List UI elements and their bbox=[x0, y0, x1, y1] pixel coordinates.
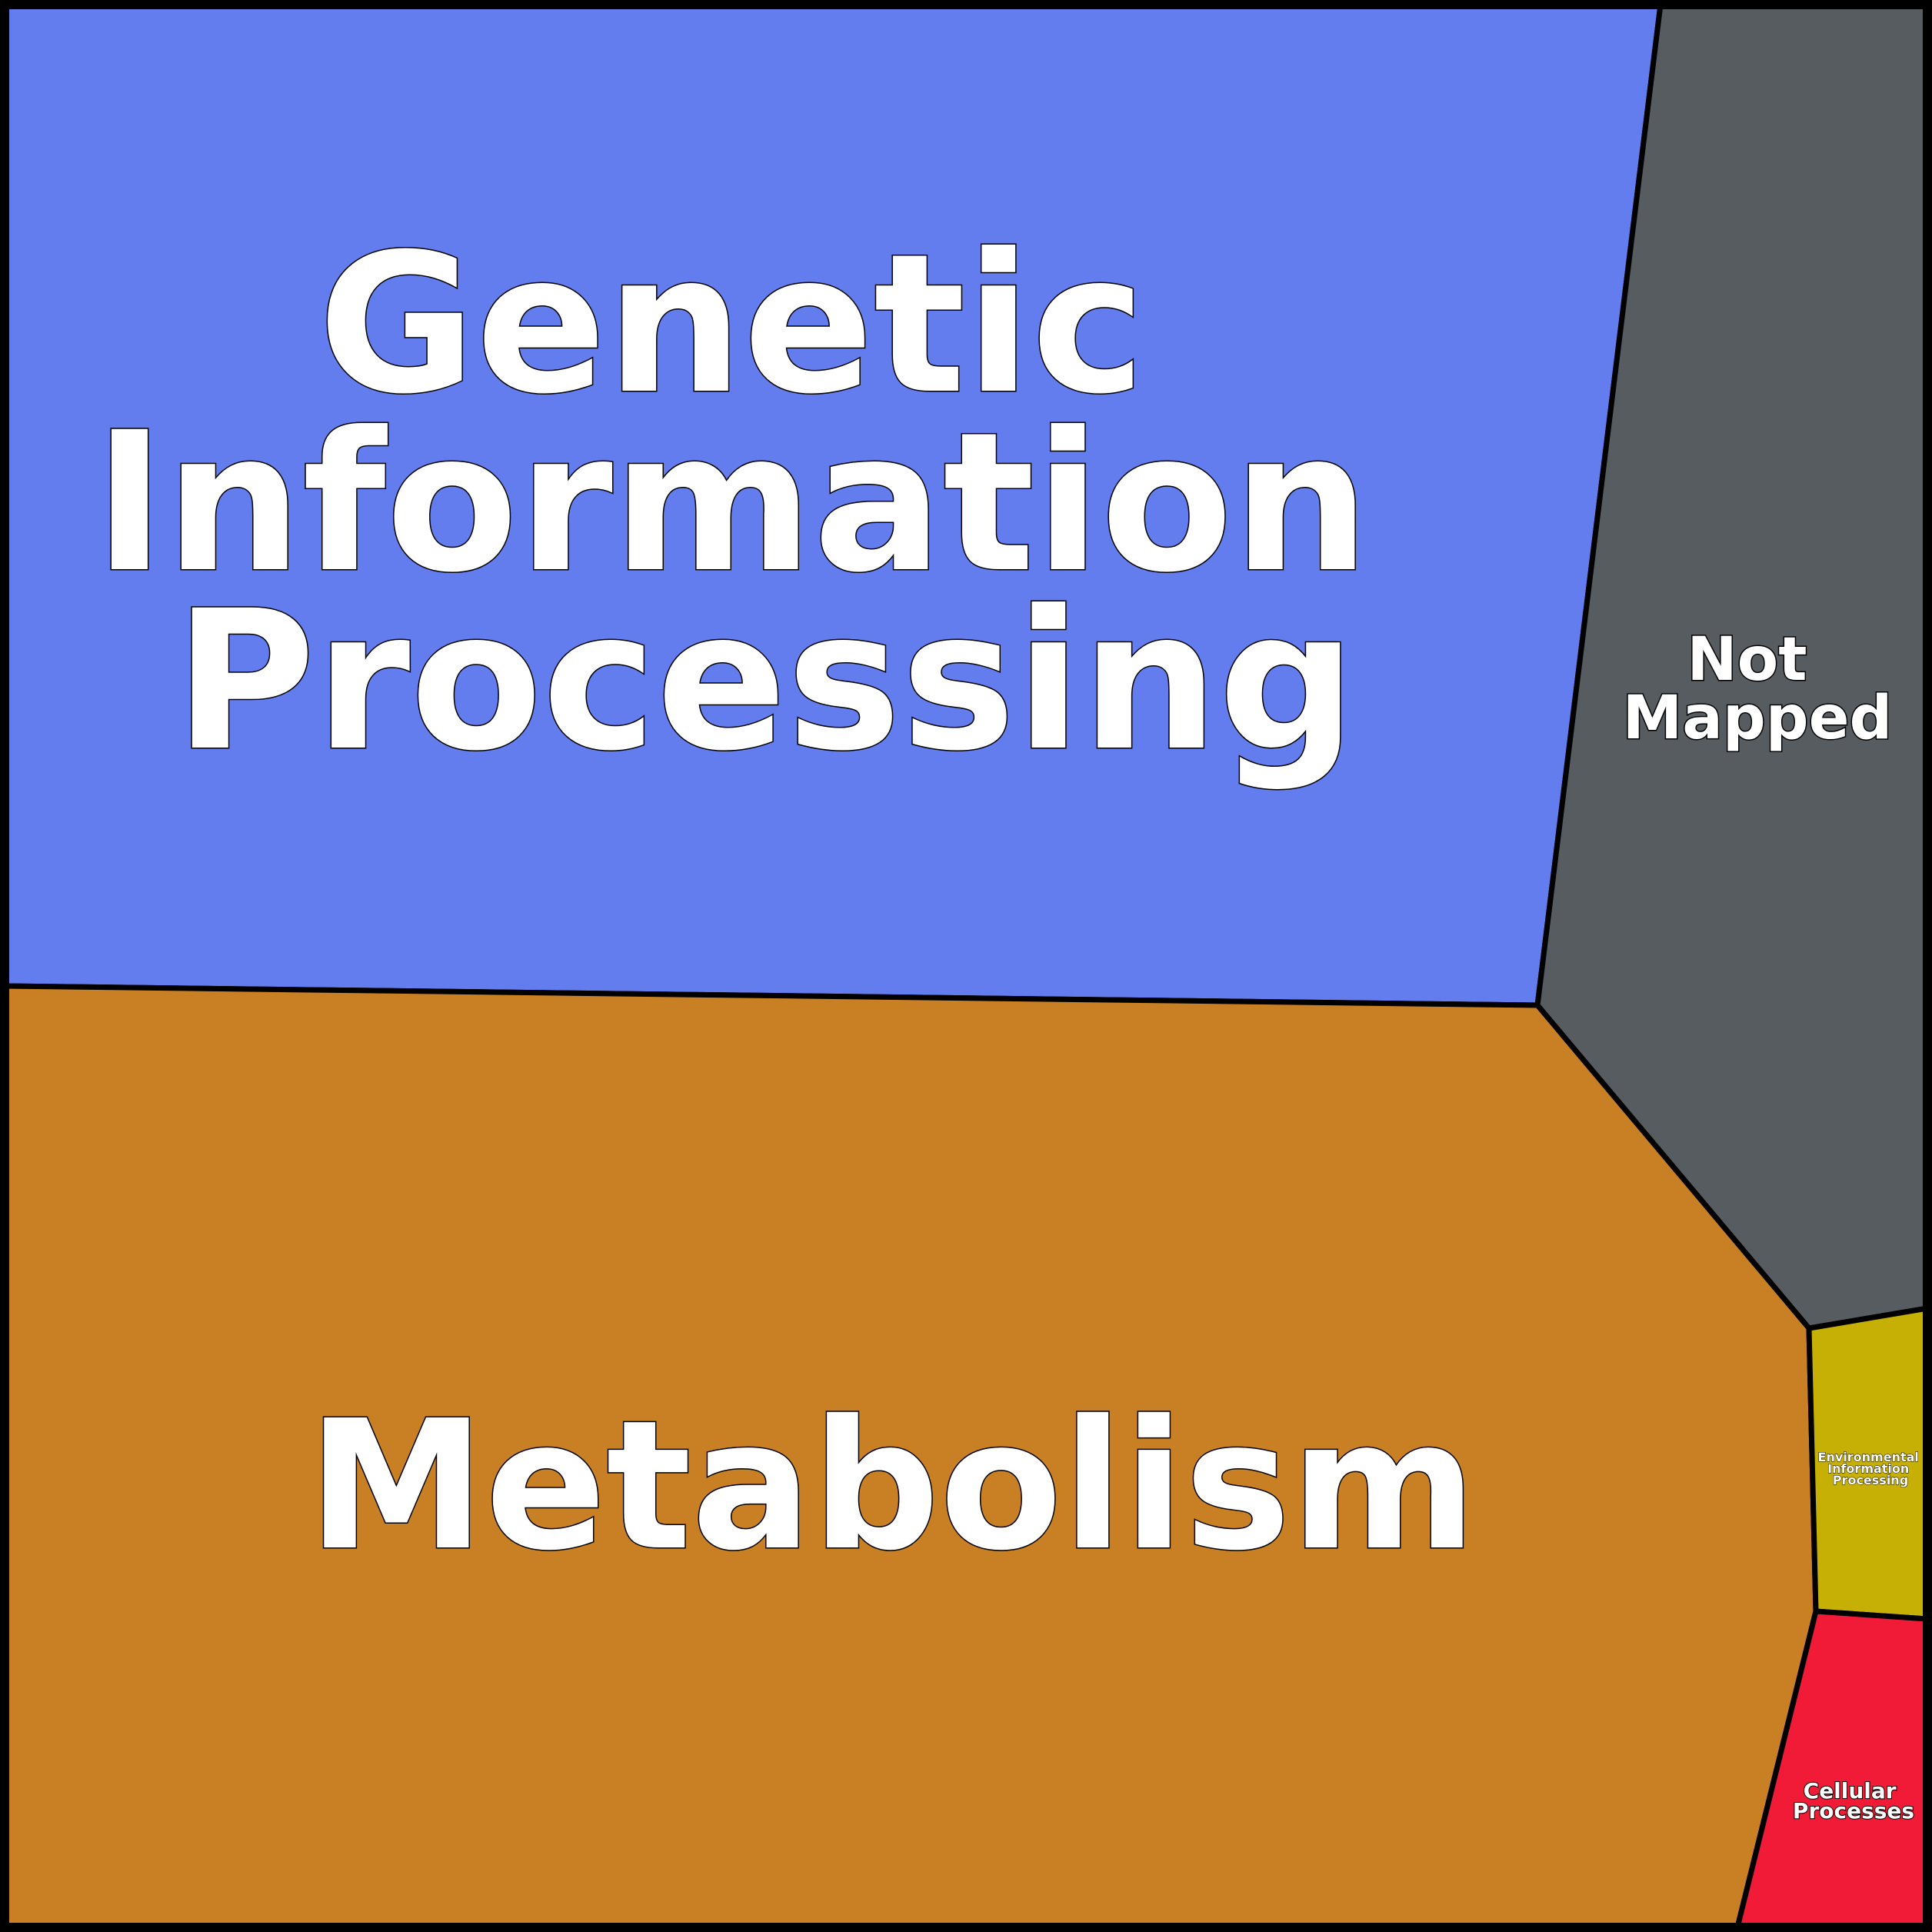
label-cellular-processes: Cellular Processes bbox=[1793, 1778, 1914, 1824]
label-line: Information bbox=[1827, 1461, 1909, 1476]
label-line: Processing bbox=[175, 569, 1356, 793]
label-line: Genetic bbox=[318, 212, 1146, 436]
label-line: Mapped bbox=[1623, 684, 1893, 753]
label-line: Processing bbox=[1833, 1473, 1908, 1487]
label-line: Processes bbox=[1793, 1798, 1914, 1824]
label-line: Cellular bbox=[1804, 1778, 1897, 1804]
label-not-mapped: Not Mapped bbox=[1623, 625, 1893, 753]
label-metabolism: Metabolism bbox=[308, 1382, 1477, 1590]
label-line: Environmental bbox=[1818, 1450, 1919, 1464]
label-line: Information bbox=[94, 391, 1370, 615]
label-line: Not bbox=[1687, 625, 1807, 695]
label-genetic-information-processing: Genetic Information Processing bbox=[94, 212, 1437, 793]
label-line: Metabolism bbox=[308, 1382, 1477, 1590]
label-environmental-information-processing: Environmental Information Processing bbox=[1818, 1450, 1924, 1487]
